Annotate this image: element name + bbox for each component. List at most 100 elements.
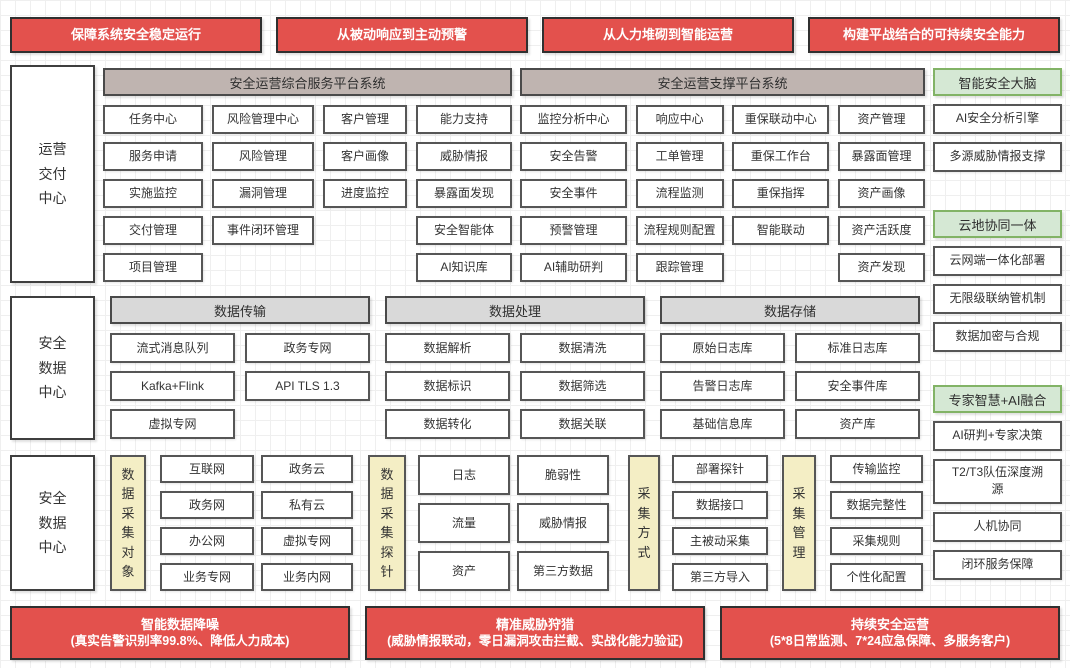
module-box: 资产画像 <box>837 179 925 208</box>
group-column: 数据清洗数据筛选数据关联 <box>520 333 645 439</box>
module-box: 预警管理 <box>520 216 627 245</box>
capability-box: 人机协同 <box>933 511 1062 542</box>
top-banner-text: 保障系统安全稳定运行 <box>70 27 201 43</box>
module-box: 标准日志库 <box>795 333 920 363</box>
bottom-banner-title: 持续安全运营 <box>850 616 929 632</box>
collector-label-text: 采集方式 <box>637 486 651 560</box>
module-box: 数据接口 <box>672 491 768 519</box>
group-column: 脆弱性威胁情报第三方数据 <box>517 455 609 591</box>
collector-group-methods: 部署探针数据接口主被动采集第三方导入 <box>672 455 768 591</box>
module-box: 安全智能体 <box>416 216 512 245</box>
module-box: 威胁情报 <box>517 503 609 543</box>
module-box: 业务专网 <box>160 563 254 591</box>
group-header: 数据存储 <box>660 296 920 324</box>
module-box: 能力支持 <box>416 105 512 134</box>
module-box: 原始日志库 <box>660 333 785 363</box>
capability-box: 闭环服务保障 <box>933 549 1062 580</box>
right-sidebar: 智能安全大脑 AI安全分析引擎多源威胁情报支撑 云地协同一体 云网端一体化部署无… <box>933 68 1062 593</box>
sidebar-group-header: 智能安全大脑 <box>933 68 1062 96</box>
group-column: 互联网政务网办公网业务专网 <box>160 455 254 591</box>
module-box: 数据清洗 <box>520 333 645 363</box>
collector-label-text: 数据采集对象 <box>121 466 135 580</box>
module-box: 风险管理 <box>212 142 314 171</box>
module-box: 智能联动 <box>732 216 830 245</box>
group-column: 政务专网 API TLS 1.3 <box>245 333 370 439</box>
module-box: 安全事件 <box>520 179 627 208</box>
collector-label-management: 采集管理 <box>782 455 816 591</box>
module-box: 漏洞管理 <box>212 179 314 208</box>
group-header: 数据处理 <box>385 296 645 324</box>
module-box: 虚拟专网 <box>261 527 353 555</box>
sidebar-group-items: 云网端一体化部署无限级联纳管机制数据加密与合规 <box>933 246 1062 352</box>
module-box: 数据标识 <box>385 371 510 401</box>
group-column: 标准日志库安全事件库资产库 <box>795 333 920 439</box>
bottom-banner: 智能数据降噪 (真实告警识别率99.8%、降低人力成本) <box>10 606 350 660</box>
module-box: AI知识库 <box>416 253 512 282</box>
module-box: 交付管理 <box>103 216 203 245</box>
group-data-storage: 数据存储 原始日志库告警日志库基础信息库 标准日志库安全事件库资产库 <box>660 296 920 439</box>
module-box: 流量 <box>418 503 510 543</box>
module-box: 资产 <box>418 551 510 591</box>
module-box: 事件闭环管理 <box>212 216 314 245</box>
module-box: 工单管理 <box>635 142 724 171</box>
bottom-banner-title: 智能数据降噪 <box>140 616 219 632</box>
module-box: 主被动采集 <box>672 527 768 555</box>
capability-box: AI研判+专家决策 <box>933 421 1062 451</box>
module-box: API TLS 1.3 <box>245 371 370 401</box>
center-label-text: 安全数据中心 <box>38 335 67 401</box>
capability-box: 数据加密与合规 <box>933 322 1062 352</box>
module-box: 业务内网 <box>261 563 353 591</box>
top-banner: 构建平战结合的可持续安全能力 <box>808 17 1060 53</box>
platform-comprehensive-service: 安全运营综合服务平台系统 任务中心服务申请实施监控交付管理项目管理 风险管理中心… <box>103 68 512 282</box>
capability-box: 多源威胁情报支撑 <box>933 142 1062 172</box>
module-box: 数据完整性 <box>830 491 923 519</box>
module-box: 重保工作台 <box>732 142 830 171</box>
module-box: 基础信息库 <box>660 409 785 439</box>
module-box: 个性化配置 <box>830 563 923 591</box>
module-box: 监控分析中心 <box>520 105 627 134</box>
module-box: 流程监测 <box>635 179 724 208</box>
sidebar-group-ai-brain: 智能安全大脑 AI安全分析引擎多源威胁情报支撑 <box>933 68 1062 172</box>
module-box: AI辅助研判 <box>520 253 627 282</box>
collector-group-objects: 互联网政务网办公网业务专网 政务云私有云虚拟专网业务内网 <box>160 455 353 591</box>
module-box: 资产管理 <box>837 105 925 134</box>
module-box: 安全告警 <box>520 142 627 171</box>
module-box: 互联网 <box>160 455 254 483</box>
module-box: 告警日志库 <box>660 371 785 401</box>
module-box: 采集规则 <box>830 527 923 555</box>
sidebar-group-header: 云地协同一体 <box>933 210 1062 238</box>
sidebar-group-cloud: 云地协同一体 云网端一体化部署无限级联纳管机制数据加密与合规 <box>933 210 1062 352</box>
module-box: 政务专网 <box>245 333 370 363</box>
group-columns: 原始日志库告警日志库基础信息库 标准日志库安全事件库资产库 <box>660 333 920 439</box>
group-data-processing: 数据处理 数据解析数据标识数据转化 数据清洗数据筛选数据关联 <box>385 296 645 439</box>
platform-column: 监控分析中心安全告警安全事件预警管理 AI辅助研判 <box>520 105 627 282</box>
top-banner: 从人力堆砌到智能运营 <box>542 17 794 53</box>
module-box: 第三方导入 <box>672 563 768 591</box>
collector-label-text: 采集管理 <box>792 486 806 560</box>
module-box: 客户画像 <box>323 142 407 171</box>
module-box: 客户管理 <box>323 105 407 134</box>
group-header: 数据传输 <box>110 296 370 324</box>
module-box: 日志 <box>418 455 510 495</box>
module-box: 私有云 <box>261 491 353 519</box>
capability-box: AI安全分析引擎 <box>933 104 1062 134</box>
platform-column: 任务中心服务申请实施监控交付管理项目管理 <box>103 105 203 282</box>
top-banner-text: 从被动响应到主动预警 <box>336 27 467 43</box>
bottom-banner-detail: (威胁情报联动，零日漏洞攻击拦截、实战化能力验证) <box>387 634 683 649</box>
module-box: Kafka+Flink <box>110 371 235 401</box>
top-banner-row: 保障系统安全稳定运行 从被动响应到主动预警 从人力堆砌到智能运营 构建平战结合的… <box>10 17 1060 53</box>
top-banner-text: 从人力堆砌到智能运营 <box>602 27 733 43</box>
platform-column: 资产管理暴露面管理资产画像资产活跃度资产发现 <box>837 105 925 282</box>
module-box: 风险管理中心 <box>212 105 314 134</box>
module-box: 数据解析 <box>385 333 510 363</box>
bottom-banner-title: 精准威胁狩猎 <box>495 616 574 632</box>
module-box: 部署探针 <box>672 455 768 483</box>
module-box: 跟踪管理 <box>635 253 724 282</box>
center-label-text: 运营交付中心 <box>38 141 67 207</box>
